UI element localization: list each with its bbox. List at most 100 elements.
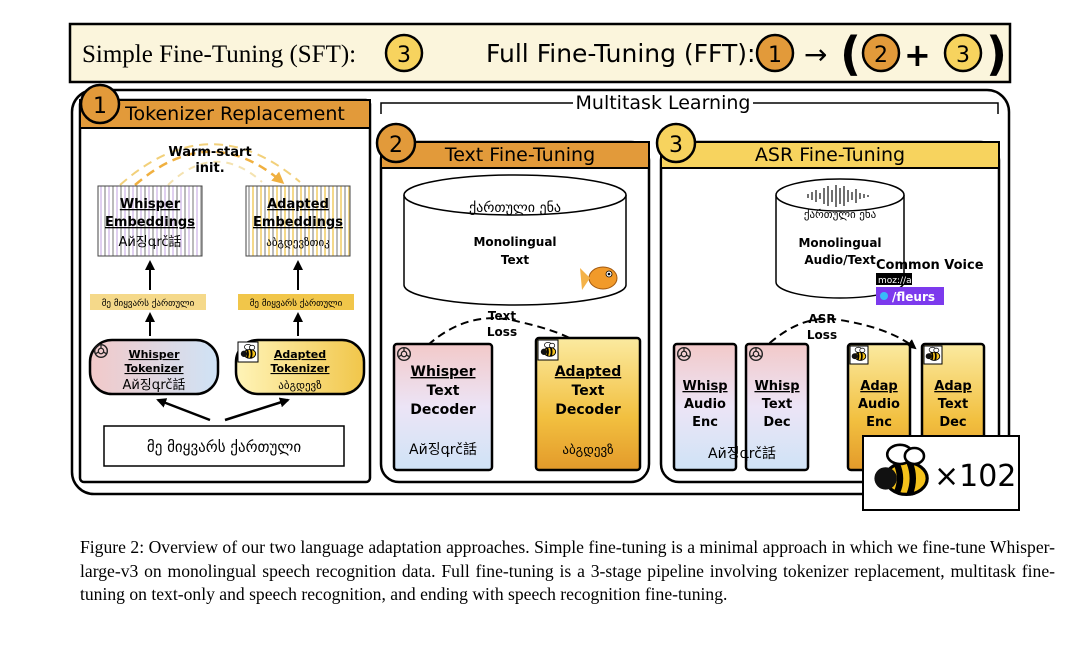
whisp-chars: Ай징գrč話 [708,445,776,462]
whisp-text-decoder-line3: Dec [763,415,790,430]
fleurs-logo-text: /fleurs [892,290,935,304]
figure-diagram: Simple Fine-Tuning (SFT): 3 Full Fine-Tu… [68,22,1020,511]
panel1-number: 1 [93,94,107,119]
warm-start-label-1: Warm-start [168,145,251,160]
panel2-number: 2 [389,133,403,158]
fft-step2-number: 2 [874,43,888,68]
warm-start-arc [134,150,285,186]
whisper-tokenizer-chars: Ай징գrč話 [122,377,185,393]
adap-text-decoder-line2: Text [938,397,969,412]
whisp-audio-encoder-line2: Audio [684,397,726,412]
adapted-text-decoder [534,336,642,472]
whisper-embeddings-label-2: Embeddings [105,215,195,230]
adapted-embeddings-label-1: Adapted [267,197,329,212]
whisp-text-decoder [744,342,810,472]
mozilla-logo-text: moz://a [878,276,912,286]
fft-paren-close: ) [986,27,1007,81]
adap-audio-encoder-line1: Adap [860,379,897,394]
adapted-embeddings-chars: აბგდევზთიკ [266,236,330,249]
fft-arrow: → [804,38,827,71]
common-voice-label: Common Voice [876,258,984,273]
adap-text-decoder-line3: Dec [939,415,966,430]
fft-paren-open: ( [840,27,861,81]
input-text-box [103,425,345,467]
goldfish-icon [580,266,618,290]
text-loss-label-1: Text [488,309,516,323]
whisper-text-decoder-chars: Ай징գrč話 [409,441,477,458]
adapted-tokenizer [234,338,366,396]
panel2-number-badge [375,122,417,164]
whisper-embeddings-chars: Ай징գrč話 [118,234,181,250]
adapted-text-decoder-line3: Decoder [555,402,621,418]
asr-loss-arc [759,317,917,353]
panel2-title: Text Fine-Tuning [444,144,595,166]
tokens-right: მე მიყვარს ქართული [250,298,343,309]
adapted-embeddings [245,185,351,257]
audio-database [775,178,905,299]
panel1-title-bar [79,99,371,129]
warm-start-label-2: init. [195,161,224,176]
panel3-number: 3 [669,133,683,158]
panel2-db-script: ქართული ენა [469,199,561,216]
adapted-text-decoder-line2: Text [572,383,605,399]
panel2-db-line2: Text [501,253,529,267]
adap-audio-encoder-line3: Enc [866,415,892,430]
adapted-tokenizer-label-2: Tokenizer [271,362,331,375]
adapted-tokenizer-chars: აბგდევზ [278,379,321,392]
fft-step3-badge [943,33,983,73]
header-box [68,22,1012,84]
fft-step2-badge [861,33,901,73]
whisper-text-decoder-line2: Text [427,383,460,399]
text-database [403,174,627,306]
whisp-audio-encoder-line3: Enc [692,415,718,430]
fft-label: Full Fine-Tuning (FFT): [486,39,755,68]
panel3-db-line1: Monolingual [798,236,881,250]
panel1-title: Tokenizer Replacement [124,103,345,125]
adapted-text-decoder-line1: Adapted [555,364,622,380]
whisper-embeddings [97,185,203,257]
whisp-audio-encoder-line1: Whisp [682,379,727,394]
bee-multiplier: ×102 [934,459,1016,494]
asr-loss-label-1: ASR [808,312,835,326]
fft-step1-number: 1 [768,43,782,68]
fft-step3-number: 3 [956,43,970,68]
fft-step1-badge [755,33,795,73]
whisper-text-decoder [392,342,494,472]
whisp-audio-encoder [672,342,738,472]
whisper-tokenizer-label-1: Whisper [128,348,180,361]
adapted-text-decoder-chars: აბგდევზ [562,443,613,458]
tokens-left: მე მიყვარს ქართული [102,298,195,309]
panel3-number-badge [655,122,697,164]
panel2-db-line1: Monolingual [473,235,556,249]
waveform-icon [807,185,869,207]
panel3-title: ASR Fine-Tuning [755,144,905,166]
tokens-left-strip [90,294,206,310]
panel3-db-line2: Audio/Text [804,253,876,267]
whisper-text-decoder-line3: Decoder [410,402,476,418]
whisp-text-decoder-line2: Text [762,397,793,412]
whisper-tokenizer-label-2: Tokenizer [125,362,185,375]
sft-label: Simple Fine-Tuning (SFT): [82,41,356,68]
adapted-embeddings-label-2: Embeddings [253,215,343,230]
adapted-tokenizer-label-1: Adapted [274,348,326,361]
sft-step-badge [384,33,424,73]
input-text: მე მიყვარს ქართული [147,438,301,456]
tokens-right-strip [238,294,354,310]
panel3-db-script: ქართული ენა [804,208,877,221]
adap-audio-encoder-line2: Audio [858,397,900,412]
asr-loss-label-2: Loss [807,328,837,342]
mozilla-logo [876,273,912,285]
fleurs-logo [876,287,944,305]
adap-text-decoder-line1: Adap [934,379,971,394]
whisper-embeddings-label-1: Whisper [120,197,181,212]
whisper-text-decoder-line1: Whisper [411,364,476,380]
fft-plus: + [904,36,931,74]
sft-step-number: 3 [397,43,411,68]
whisp-text-decoder-line1: Whisp [754,379,799,394]
whisper-tokenizer [88,338,220,396]
multitask-label: Multitask Learning [576,92,751,114]
panel1-number-badge [79,83,121,125]
figure-caption: Figure 2: Overview of our two language a… [80,537,1055,604]
text-loss-label-2: Loss [487,325,517,339]
multitask-bracket [380,102,999,114]
